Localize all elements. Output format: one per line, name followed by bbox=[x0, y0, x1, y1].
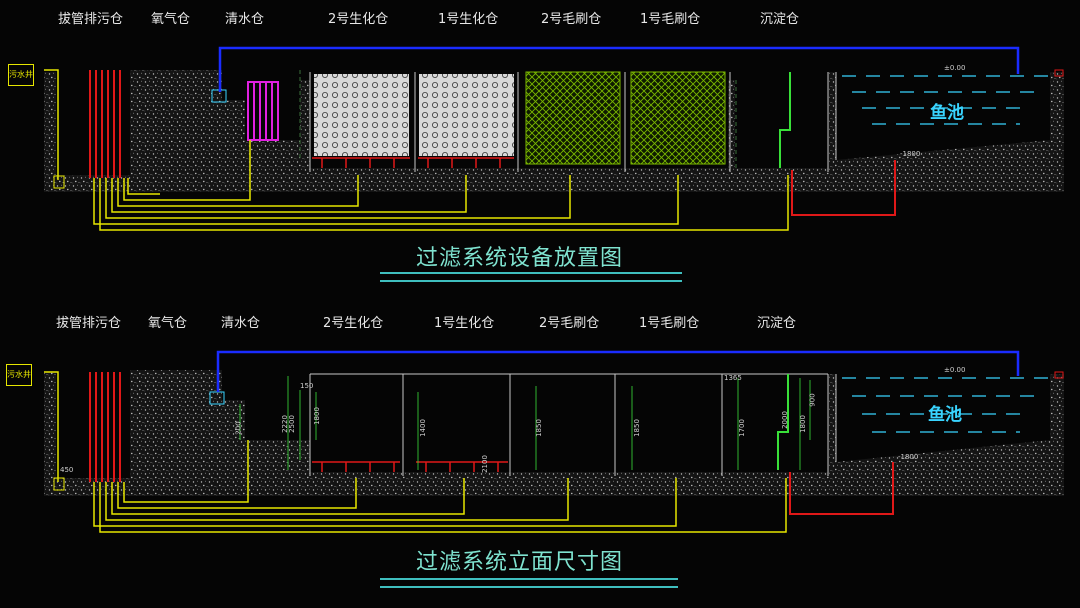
dim-1365: 1365 bbox=[724, 374, 742, 382]
sewage-well-bottom: 污水井 bbox=[6, 364, 32, 386]
label-top-oxygen-chamber: 氧气仓 bbox=[151, 12, 191, 27]
dim-1700: 1700 bbox=[737, 419, 746, 437]
dim-2500: 2500 bbox=[287, 415, 296, 433]
label-bottom-brush-1: 1号毛刷仓 bbox=[639, 316, 700, 331]
label-bottom-clear-water-chamber: 清水仓 bbox=[221, 316, 261, 331]
label-top-settling: 沉淀仓 bbox=[760, 12, 800, 27]
fish-pond-label-bottom: 鱼池 bbox=[928, 405, 962, 425]
dim-150: 150 bbox=[300, 382, 314, 390]
dim-1800: 1800 bbox=[312, 407, 321, 425]
bottom-level-top: -1800 bbox=[900, 150, 921, 158]
bottom-level-bottom: -1800 bbox=[898, 453, 919, 461]
label-top-bio-2: 2号生化仓 bbox=[328, 12, 389, 27]
label-bottom-bio-1: 1号生化仓 bbox=[434, 316, 495, 331]
title-bottom-underline bbox=[380, 578, 678, 588]
dim-2000: 2000 bbox=[780, 411, 789, 429]
dim-2220: 2220 bbox=[280, 415, 289, 433]
title-placement-diagram: 过滤系统设备放置图 bbox=[416, 246, 624, 271]
dim-2100: 2100 bbox=[480, 455, 489, 473]
dim-1800-b: 1800 bbox=[798, 415, 807, 433]
water-level-top: ±0.00 bbox=[944, 64, 966, 72]
water-level-bottom: ±0.00 bbox=[944, 366, 966, 374]
dim-900: 900 bbox=[808, 393, 817, 407]
label-bottom-oxygen-chamber: 氧气仓 bbox=[148, 316, 188, 331]
fish-pond-label-top: 鱼池 bbox=[930, 103, 964, 123]
title-top-underline bbox=[380, 272, 682, 282]
label-bottom-drain-chamber: 拔管排污仓 bbox=[56, 316, 122, 331]
diagram-top bbox=[44, 46, 1064, 231]
dim-1850-a: 1850 bbox=[534, 419, 543, 437]
sewage-well-top: 污水井 bbox=[8, 64, 34, 86]
label-top-brush-2: 2号毛刷仓 bbox=[541, 12, 602, 27]
dim-450: 450 bbox=[60, 466, 74, 474]
label-top-clear-water-chamber: 清水仓 bbox=[225, 12, 265, 27]
label-bottom-brush-2: 2号毛刷仓 bbox=[539, 316, 600, 331]
dim-1400: 1400 bbox=[418, 419, 427, 437]
dim-200: 200 bbox=[234, 421, 243, 435]
label-bottom-bio-2: 2号生化仓 bbox=[323, 316, 384, 331]
diagram-bottom bbox=[44, 350, 1064, 533]
title-elevation-diagram: 过滤系统立面尺寸图 bbox=[416, 550, 624, 575]
dim-1850-b: 1850 bbox=[632, 419, 641, 437]
label-top-brush-1: 1号毛刷仓 bbox=[640, 12, 701, 27]
label-top-drain-chamber: 拔管排污仓 bbox=[58, 12, 124, 27]
label-bottom-settling: 沉淀仓 bbox=[757, 316, 797, 331]
label-top-bio-1: 1号生化仓 bbox=[438, 12, 499, 27]
